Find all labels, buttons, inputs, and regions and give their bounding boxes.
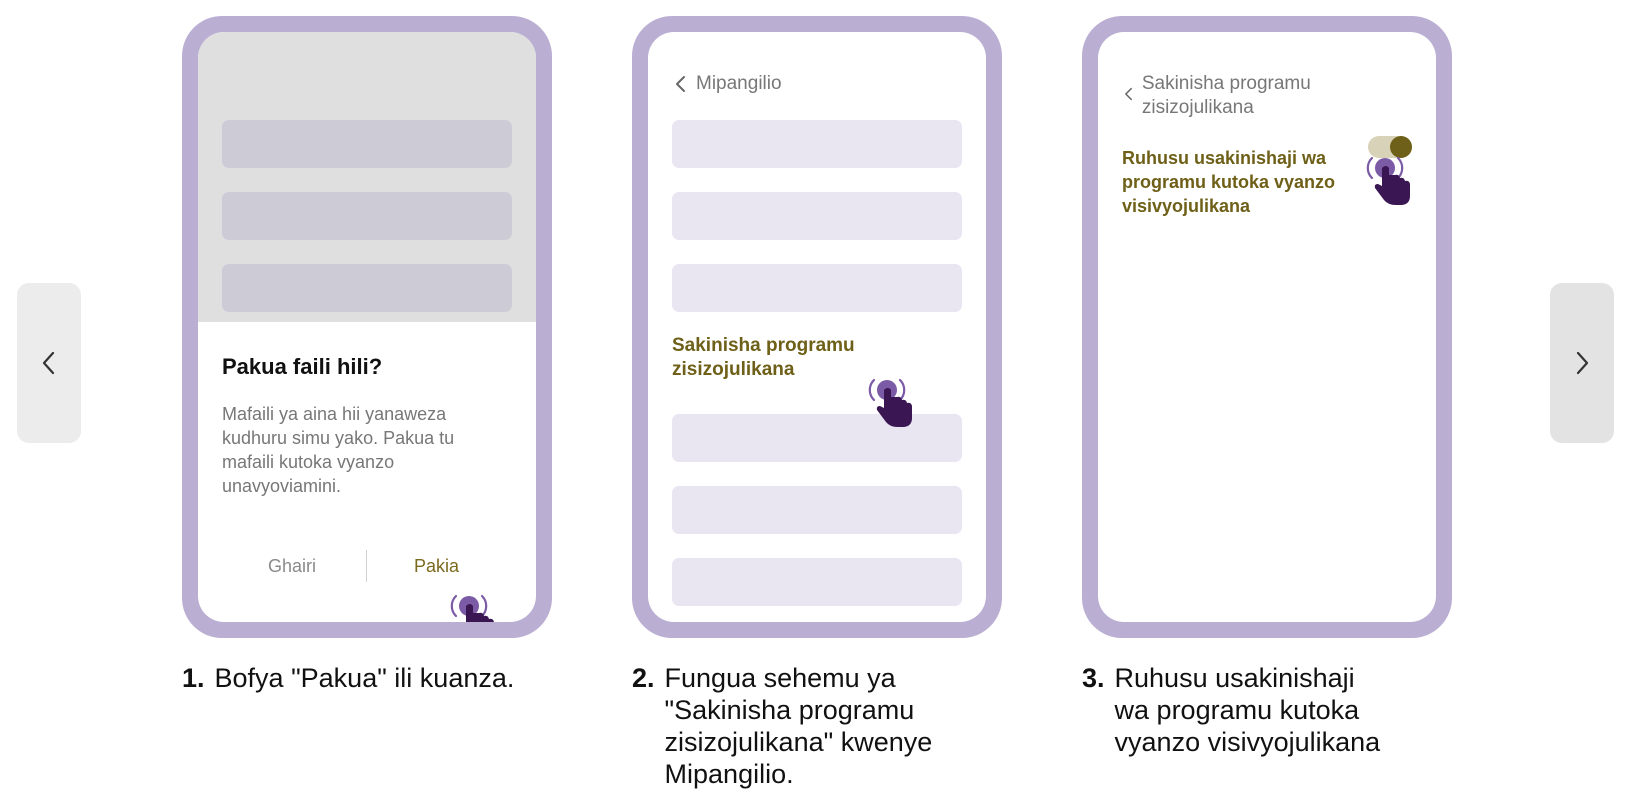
step-text: Ruhusu usakinishaji wa programu kutoka v… — [1114, 663, 1381, 757]
next-button[interactable] — [1550, 283, 1614, 443]
settings-item[interactable] — [672, 192, 962, 240]
back-chevron-icon[interactable] — [1122, 82, 1136, 106]
phone-screen: Pakua faili hili? Mafaili ya aina hii ya… — [198, 32, 536, 622]
step-caption-3: 3. Ruhusu usakinishaji wa programu kutok… — [1082, 662, 1385, 758]
step-text: Fungua sehemu ya "Sakinisha programu zis… — [664, 663, 933, 789]
tap-hand-icon — [450, 594, 494, 622]
dialog-title: Pakua faili hili? — [222, 354, 383, 379]
phone-mockup-step-1: Pakua faili hili? Mafaili ya aina hii ya… — [182, 16, 552, 638]
download-button[interactable]: Pakia — [414, 556, 460, 576]
tap-hand-icon — [1366, 156, 1410, 205]
tap-hand-icon — [868, 378, 912, 427]
toggle-knob — [1390, 136, 1412, 158]
settings-item[interactable] — [672, 120, 962, 168]
step-caption-1: 1. Bofya "Pakua" ili kuanza. — [182, 662, 535, 694]
step-text: Bofya "Pakua" ili kuanza. — [214, 663, 515, 693]
settings-item-install-unknown-apps[interactable]: Sakinisha programu zisizojulikana — [672, 335, 855, 380]
app-bar: Mipangilio — [672, 72, 782, 96]
step-number: 2. — [632, 663, 655, 693]
previous-button[interactable] — [17, 283, 81, 443]
cancel-button[interactable]: Ghairi — [268, 556, 317, 576]
placeholder-row — [222, 264, 512, 312]
settings-item[interactable] — [672, 486, 962, 534]
allow-unknown-sources-label: Ruhusu usakinishaji wa programu kutoka v… — [1122, 148, 1336, 216]
settings-item[interactable] — [672, 414, 962, 462]
chevron-left-icon — [42, 351, 55, 375]
step-number: 1. — [182, 663, 205, 693]
app-bar: Sakinisha programu zisizojulikana — [1122, 72, 1362, 120]
settings-item[interactable] — [672, 264, 962, 312]
app-bar-title: Sakinisha programu zisizojulikana — [1141, 73, 1311, 118]
settings-item[interactable] — [672, 558, 962, 606]
allow-unknown-sources-toggle[interactable] — [1368, 136, 1412, 158]
dialog-message: Mafaili ya aina hii yanaweza kudhuru sim… — [222, 404, 455, 496]
step-caption-2: 2. Fungua sehemu ya "Sakinisha programu … — [632, 662, 935, 790]
step-number: 3. — [1082, 663, 1105, 693]
chevron-right-icon — [1576, 351, 1589, 375]
back-chevron-icon[interactable] — [672, 72, 690, 96]
app-bar-title: Mipangilio — [696, 73, 782, 94]
phone-mockup-step-2: Mipangilio Sakinisha programu zisizojuli… — [632, 16, 1002, 638]
phone-screen: Sakinisha programu zisizojulikana Ruhusu… — [1098, 32, 1436, 622]
phone-screen: Mipangilio Sakinisha programu zisizojuli… — [648, 32, 986, 622]
button-divider — [366, 550, 367, 582]
placeholder-row — [222, 192, 512, 240]
placeholder-row — [222, 120, 512, 168]
phone-mockup-step-3: Sakinisha programu zisizojulikana Ruhusu… — [1082, 16, 1452, 638]
